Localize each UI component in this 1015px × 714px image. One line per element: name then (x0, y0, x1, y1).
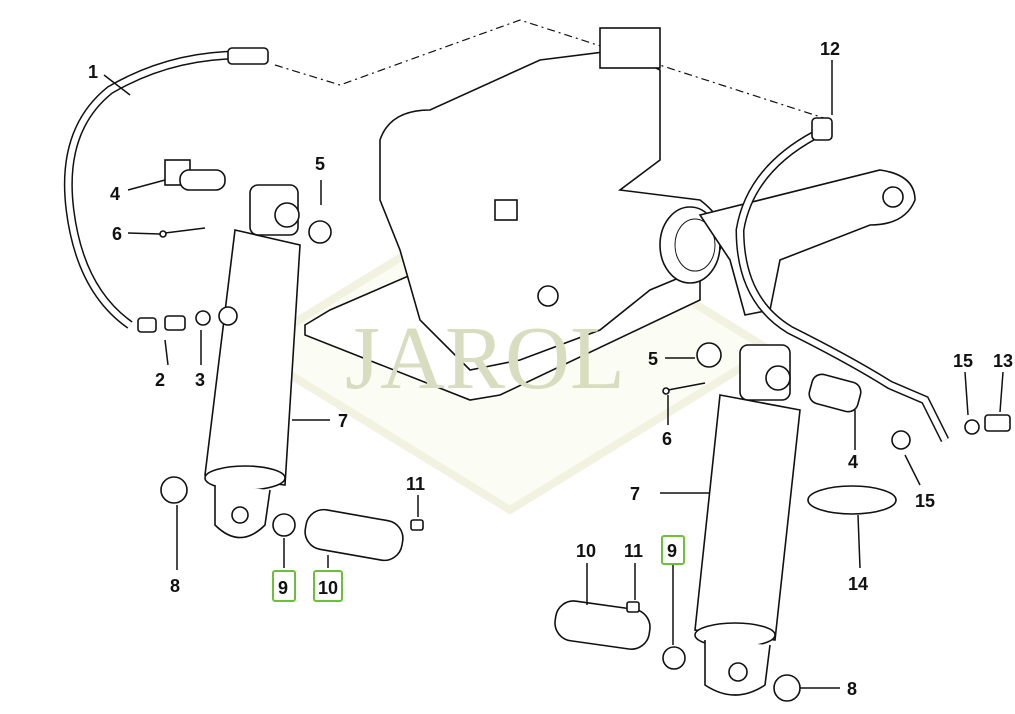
callout-2[interactable]: 2 (155, 370, 165, 390)
highlight-9-right (661, 535, 685, 565)
callout-3[interactable]: 3 (195, 370, 205, 390)
callout-12[interactable]: 12 (820, 39, 840, 59)
callout-14[interactable]: 14 (848, 574, 868, 594)
callout-4[interactable]: 4 (110, 184, 120, 204)
callout-6[interactable]: 6 (112, 224, 122, 244)
callout-7[interactable]: 7 (630, 484, 640, 504)
callout-8[interactable]: 8 (170, 576, 180, 596)
callout-1[interactable]: 1 (88, 62, 98, 82)
callout-15[interactable]: 15 (915, 491, 935, 511)
callout-9[interactable]: 9 (278, 578, 288, 598)
callout-4[interactable]: 4 (848, 452, 858, 472)
callout-10[interactable]: 10 (576, 541, 596, 561)
callout-11[interactable]: 11 (624, 541, 643, 561)
callout-5[interactable]: 5 (315, 154, 325, 174)
callout-11[interactable]: 11 (406, 474, 425, 494)
callout-6[interactable]: 6 (662, 429, 672, 449)
callout-13[interactable]: 13 (993, 351, 1013, 371)
leader-lines (103, 60, 1004, 689)
callout-5[interactable]: 5 (648, 349, 658, 369)
cylinder-left (204, 184, 301, 539)
callout-7[interactable]: 7 (338, 411, 348, 431)
highlight-9-left (272, 570, 296, 602)
small-parts (137, 159, 1011, 702)
highlight-10-left (313, 570, 343, 602)
hydraulic-lift-housing (304, 27, 916, 401)
cylinder-right (694, 344, 801, 696)
callout-8[interactable]: 8 (847, 679, 857, 699)
dashed-connection-line (274, 19, 831, 121)
callout-9[interactable]: 9 (667, 541, 677, 561)
callout-10[interactable]: 10 (318, 578, 338, 598)
callout-15[interactable]: 15 (953, 351, 973, 371)
watermark: JAROL (345, 309, 625, 408)
